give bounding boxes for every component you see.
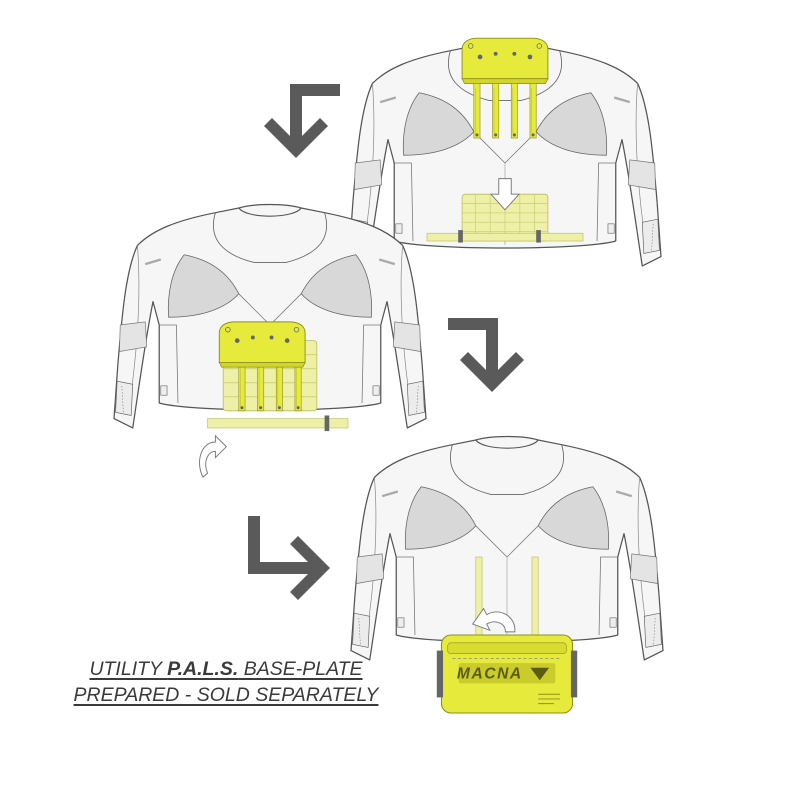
caption-text-post: BASE-PLATE [238, 658, 363, 680]
jacket-step-3: MACNA [349, 435, 665, 714]
waist-bag: MACNA [436, 634, 578, 714]
caption: UTILITY P.A.L.S. BASE-PLATE PREPARED - S… [66, 656, 386, 708]
arrow-down-left-icon [264, 84, 340, 158]
jacket-step-2 [112, 203, 428, 478]
pouch-lid [218, 321, 306, 368]
caption-line-1: UTILITY P.A.L.S. BASE-PLATE [66, 656, 386, 682]
arrow-down-right-icon [448, 318, 524, 392]
bag-logo: MACNA [457, 666, 523, 683]
pouch-lid [461, 37, 549, 84]
caption-text-pre: UTILITY [89, 658, 168, 680]
jacket-step-1 [347, 37, 663, 268]
arrow-right-icon [248, 516, 330, 600]
caption-text-bold: P.A.L.S. [167, 658, 239, 680]
caption-line-2: PREPARED - SOLD SEPARATELY [73, 684, 379, 706]
